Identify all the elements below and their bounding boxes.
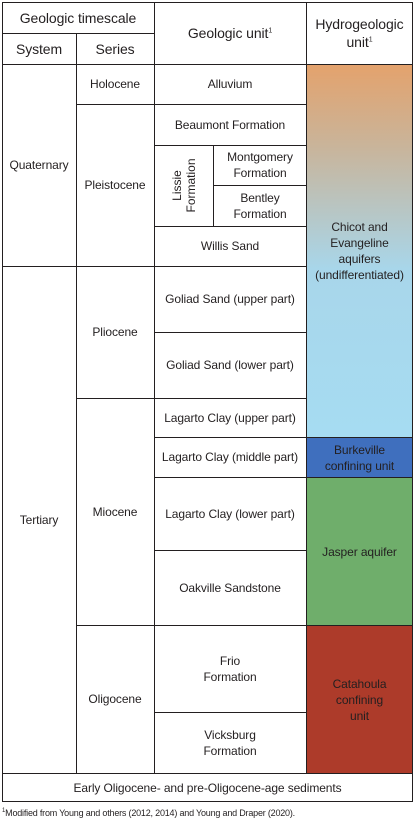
unit-lagarto-lower: Lagarto Clay (lower part) — [165, 506, 295, 521]
stratigraphic-table: Geologic timescale System Series Geologi… — [2, 2, 413, 774]
unit-bentley: Bentley Formation — [233, 191, 287, 221]
unit-goliad-lower: Goliad Sand (lower part) — [166, 358, 294, 372]
hydro-chicot-evangeline: Chicot and Evangeline aquifers (undiffer… — [315, 219, 404, 282]
header-series: Series — [95, 40, 135, 57]
unit-lagarto-upper: Lagarto Clay (upper part) — [164, 410, 296, 425]
series-pleistocene: Pleistocene — [84, 178, 146, 192]
unit-frio: Frio Formation — [203, 653, 257, 684]
series-miocene: Miocene — [92, 504, 138, 519]
system-quaternary: Quaternary — [9, 158, 69, 172]
catahoula-fill — [306, 625, 413, 773]
unit-oakville: Oakville Sandstone — [179, 580, 281, 595]
footnote: 1Modified from Young and others (2012, 2… — [2, 808, 295, 818]
unit-montgomery: Montgomery Formation — [227, 150, 293, 180]
unit-beaumont: Beaumont Formation — [174, 117, 286, 132]
hydro-burkeville: Burkeville confining unit — [324, 442, 395, 473]
chicot-evangeline-fill — [306, 64, 413, 437]
hydro-jasper: Jasper aquifer — [322, 544, 397, 559]
system-tertiary: Tertiary — [19, 512, 59, 527]
header-geologic-timescale: Geologic timescale — [19, 9, 137, 26]
header-geologic-unit: Geologic unit1 — [187, 25, 273, 41]
header-hydrogeologic-unit: Hydrogeologic unit1 — [315, 16, 404, 50]
unit-lagarto-middle: Lagarto Clay (middle part) — [161, 450, 299, 464]
jasper-fill — [306, 477, 413, 625]
burkeville-fill — [306, 437, 413, 477]
hydro-catahoula: Catahoula confining unit — [332, 676, 387, 723]
unit-goliad-upper: Goliad Sand (upper part) — [165, 292, 295, 306]
series-pliocene: Pliocene — [92, 325, 138, 339]
unit-vicksburg: Vicksburg Formation — [203, 727, 257, 758]
unit-willis: Willis Sand — [200, 239, 260, 253]
header-system: System — [15, 40, 63, 57]
unit-lissie: Lissie Formation — [169, 158, 198, 213]
bottom-row-label: Early Oligocene- and pre-Oligocene-age s… — [73, 780, 342, 795]
unit-alluvium: Alluvium — [207, 77, 253, 91]
series-holocene: Holocene — [90, 77, 140, 91]
series-oligocene: Oligocene — [88, 692, 142, 706]
